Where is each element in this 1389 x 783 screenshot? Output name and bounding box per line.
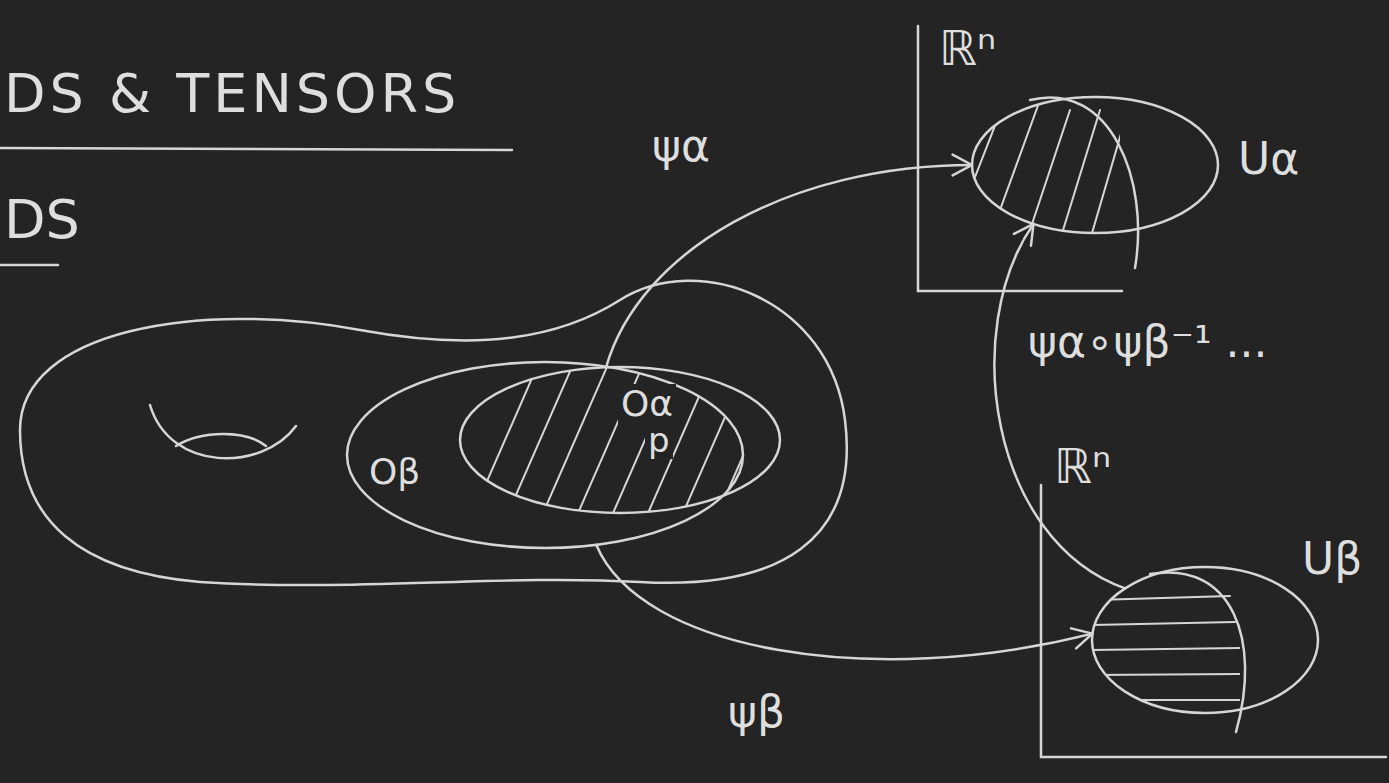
title: DS & TENSORS	[4, 64, 460, 123]
chart-domain-ellipse: Oα	[458, 365, 782, 515]
node-label: ℝⁿ	[1054, 440, 1111, 493]
overlap-hatching	[970, 100, 1125, 240]
chart-image-ellipse: Uα	[970, 95, 1220, 235]
ellipse-outline	[970, 95, 1220, 235]
map-label: ψα∘ψβ⁻¹ ...	[1028, 318, 1268, 366]
arrow-head	[1071, 628, 1092, 648]
section-heading: DS	[4, 190, 80, 249]
overlap-hatching	[1090, 596, 1240, 700]
connector-curve	[994, 224, 1125, 588]
ellipse-outline	[1090, 565, 1320, 715]
overlap-arc	[1030, 97, 1138, 268]
coordinate-axes: ℝⁿUβ	[1038, 440, 1389, 760]
point-label: p	[645, 422, 673, 459]
arrow-head	[953, 155, 972, 176]
node-label: Uα	[1238, 135, 1299, 183]
subtitle-underline	[0, 264, 58, 267]
manifold-outline	[20, 281, 847, 585]
chart-domain-ellipse: Oβ	[345, 360, 745, 550]
node-label: Uβ	[1302, 535, 1362, 583]
map-label: ψβ	[728, 688, 785, 736]
title-underline	[0, 148, 512, 150]
map-arrow	[596, 545, 1092, 659]
connector-curve	[596, 545, 1092, 659]
node-label: Oβ	[369, 452, 420, 492]
node-label: ℝⁿ	[939, 22, 996, 75]
coordinate-axes: ℝⁿUα	[915, 22, 1125, 294]
arrow-head	[1014, 224, 1034, 246]
torus-hole	[176, 434, 266, 446]
chart-image-ellipse: Uβ	[1090, 565, 1320, 715]
torus-hole	[150, 405, 296, 458]
node-label: Oα	[618, 384, 676, 424]
map-arrow	[994, 224, 1125, 588]
map-label: ψα	[652, 122, 710, 170]
